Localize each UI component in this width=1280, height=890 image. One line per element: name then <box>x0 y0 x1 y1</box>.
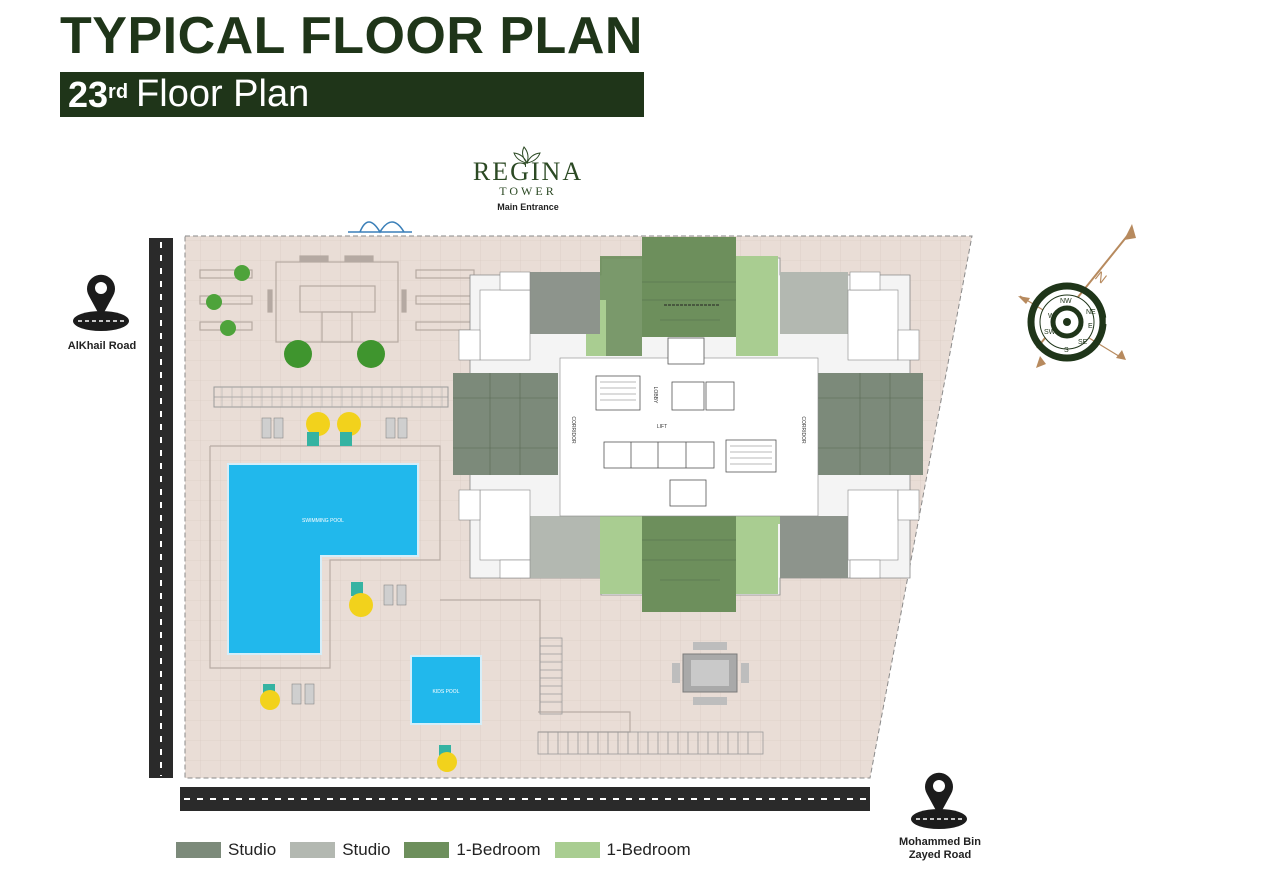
legend-label: Studio <box>228 840 277 859</box>
compass-rose-icon: N NW NE W E SW SE S E <box>1018 224 1136 368</box>
legend-label: 1-Bedroom <box>606 840 691 859</box>
floor-suffix: rd <box>108 81 129 103</box>
alkhail-road-strip <box>149 238 173 778</box>
gazebo <box>672 642 749 705</box>
corridor-label-right: CORRIDOR <box>800 416 806 444</box>
floor-number: 23 <box>68 73 109 115</box>
mbz-road-label: Mohammed Bin Zayed Road <box>888 836 992 862</box>
legend-swatch <box>176 842 221 858</box>
legend-item-1bed-dark: 1-Bedroom <box>404 840 541 860</box>
mbz-road-line2: Zayed Road <box>908 849 972 861</box>
corridor-label-left: CORRIDOR <box>570 416 576 444</box>
entrance-canopy <box>348 221 412 234</box>
compass-e-outer: E <box>1105 316 1111 326</box>
alkhail-road-label: AlKhail Road <box>67 340 137 352</box>
legend-label: Studio <box>342 840 391 859</box>
unit-type-legend: Studio Studio 1-Bedroom 1-Bedroom <box>176 840 695 860</box>
legend-swatch <box>404 842 450 858</box>
umbrellas <box>260 412 457 772</box>
compass-w: W <box>1048 313 1055 320</box>
railing <box>213 386 449 408</box>
location-pin-icon-2 <box>911 772 967 829</box>
legend-label: 1-Bedroom <box>456 840 541 859</box>
main-entrance-label: Main Entrance <box>497 202 559 212</box>
legend-item-studio-dark: Studio <box>176 840 276 860</box>
page-title: TYPICAL FLOOR PLAN <box>60 7 643 65</box>
stairs <box>537 637 764 755</box>
brand-sub: TOWER <box>499 184 557 198</box>
compass-nw: NW <box>1060 298 1072 305</box>
kids-pool-label: KIDS POOL <box>433 689 460 695</box>
tower-footprint <box>453 237 923 612</box>
pergola <box>199 255 475 343</box>
location-pin-icon <box>73 274 129 331</box>
lobby-label: LOBBY <box>652 387 658 404</box>
mbz-road-line1: Mohammed Bin <box>899 836 981 848</box>
legend-item-studio-light: Studio <box>290 840 390 860</box>
compass-ne: NE <box>1086 309 1096 316</box>
trees <box>206 265 385 368</box>
swimming-pool-label: SWIMMING POOL <box>302 518 344 524</box>
legend-item-1bed-light: 1-Bedroom <box>554 840 691 860</box>
compass-e: E <box>1088 323 1093 330</box>
kids-pool <box>410 655 482 725</box>
compass-sw: SW <box>1044 329 1056 336</box>
compass-se: SE <box>1078 339 1088 346</box>
regina-tower-logo: REGINA TOWER Main Entrance <box>460 145 596 212</box>
lift-label: LIFT <box>657 424 667 430</box>
swimming-pool <box>227 463 419 655</box>
compass-s: S <box>1064 347 1069 354</box>
floor-label: Floor Plan <box>136 73 310 115</box>
legend-swatch <box>554 842 600 858</box>
legend-swatch <box>290 842 336 858</box>
compass-n: N <box>1092 268 1110 287</box>
mbz-road-strip <box>180 787 870 811</box>
leaf-crown-icon <box>513 146 541 164</box>
